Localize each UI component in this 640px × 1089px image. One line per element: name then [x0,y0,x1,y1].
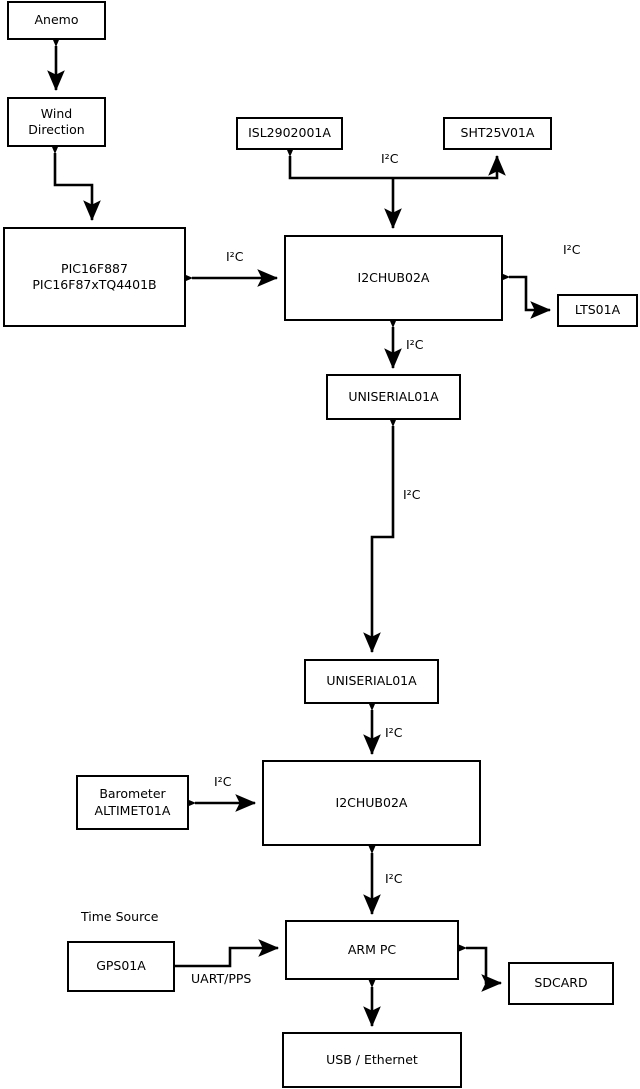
node-sht25v01a[interactable]: SHT25V01A [443,117,552,150]
node-arm-pc[interactable]: ARM PC [285,920,459,980]
node-uniserial01a-bottom[interactable]: UNISERIAL01A [304,659,439,704]
edge-armpc-sdcard [446,939,503,992]
node-lts01a[interactable]: LTS01A [557,294,638,327]
node-i2chub02a-bottom[interactable]: I2CHUB02A [262,760,481,846]
node-i2chub02a-top[interactable]: I2CHUB02A [284,235,503,321]
edge-wind-pic [46,133,101,222]
edge-bus-sensors [281,136,506,230]
node-uniserial01a-top[interactable]: UNISERIAL01A [326,374,461,420]
annotation-time-source: Time Source [81,909,159,924]
label-uniserial-long: I²C [403,487,421,502]
label-hub-uniserial: I²C [406,337,424,352]
label-uniserial-hub2: I²C [385,725,403,740]
node-wind-direction[interactable]: Wind Direction [7,97,106,147]
node-pic-mcu[interactable]: PIC16F887 PIC16F87xTQ4401B [3,227,186,327]
node-gps01a[interactable]: GPS01A [67,941,175,992]
label-gps-arm: UART/PPS [191,971,252,986]
label-barometer-hub2: I²C [214,774,232,789]
edge-gps-armpc [175,939,280,968]
node-isl2902001a[interactable]: ISL2902001A [236,117,343,150]
label-hub-lts: I²C [563,242,581,257]
label-pic-hub: I²C [226,249,244,264]
node-sdcard[interactable]: SDCARD [508,962,614,1005]
edge-hubtop-lts [489,268,552,319]
label-hub2-arm: I²C [385,871,403,886]
node-usb-ethernet[interactable]: USB / Ethernet [282,1032,462,1088]
node-anemo[interactable]: Anemo [7,1,106,40]
edge-uniserial-link [363,406,402,654]
label-bus-top: I²C [381,151,399,166]
node-barometer-altimet01a[interactable]: Barometer ALTIMET01A [76,775,189,830]
